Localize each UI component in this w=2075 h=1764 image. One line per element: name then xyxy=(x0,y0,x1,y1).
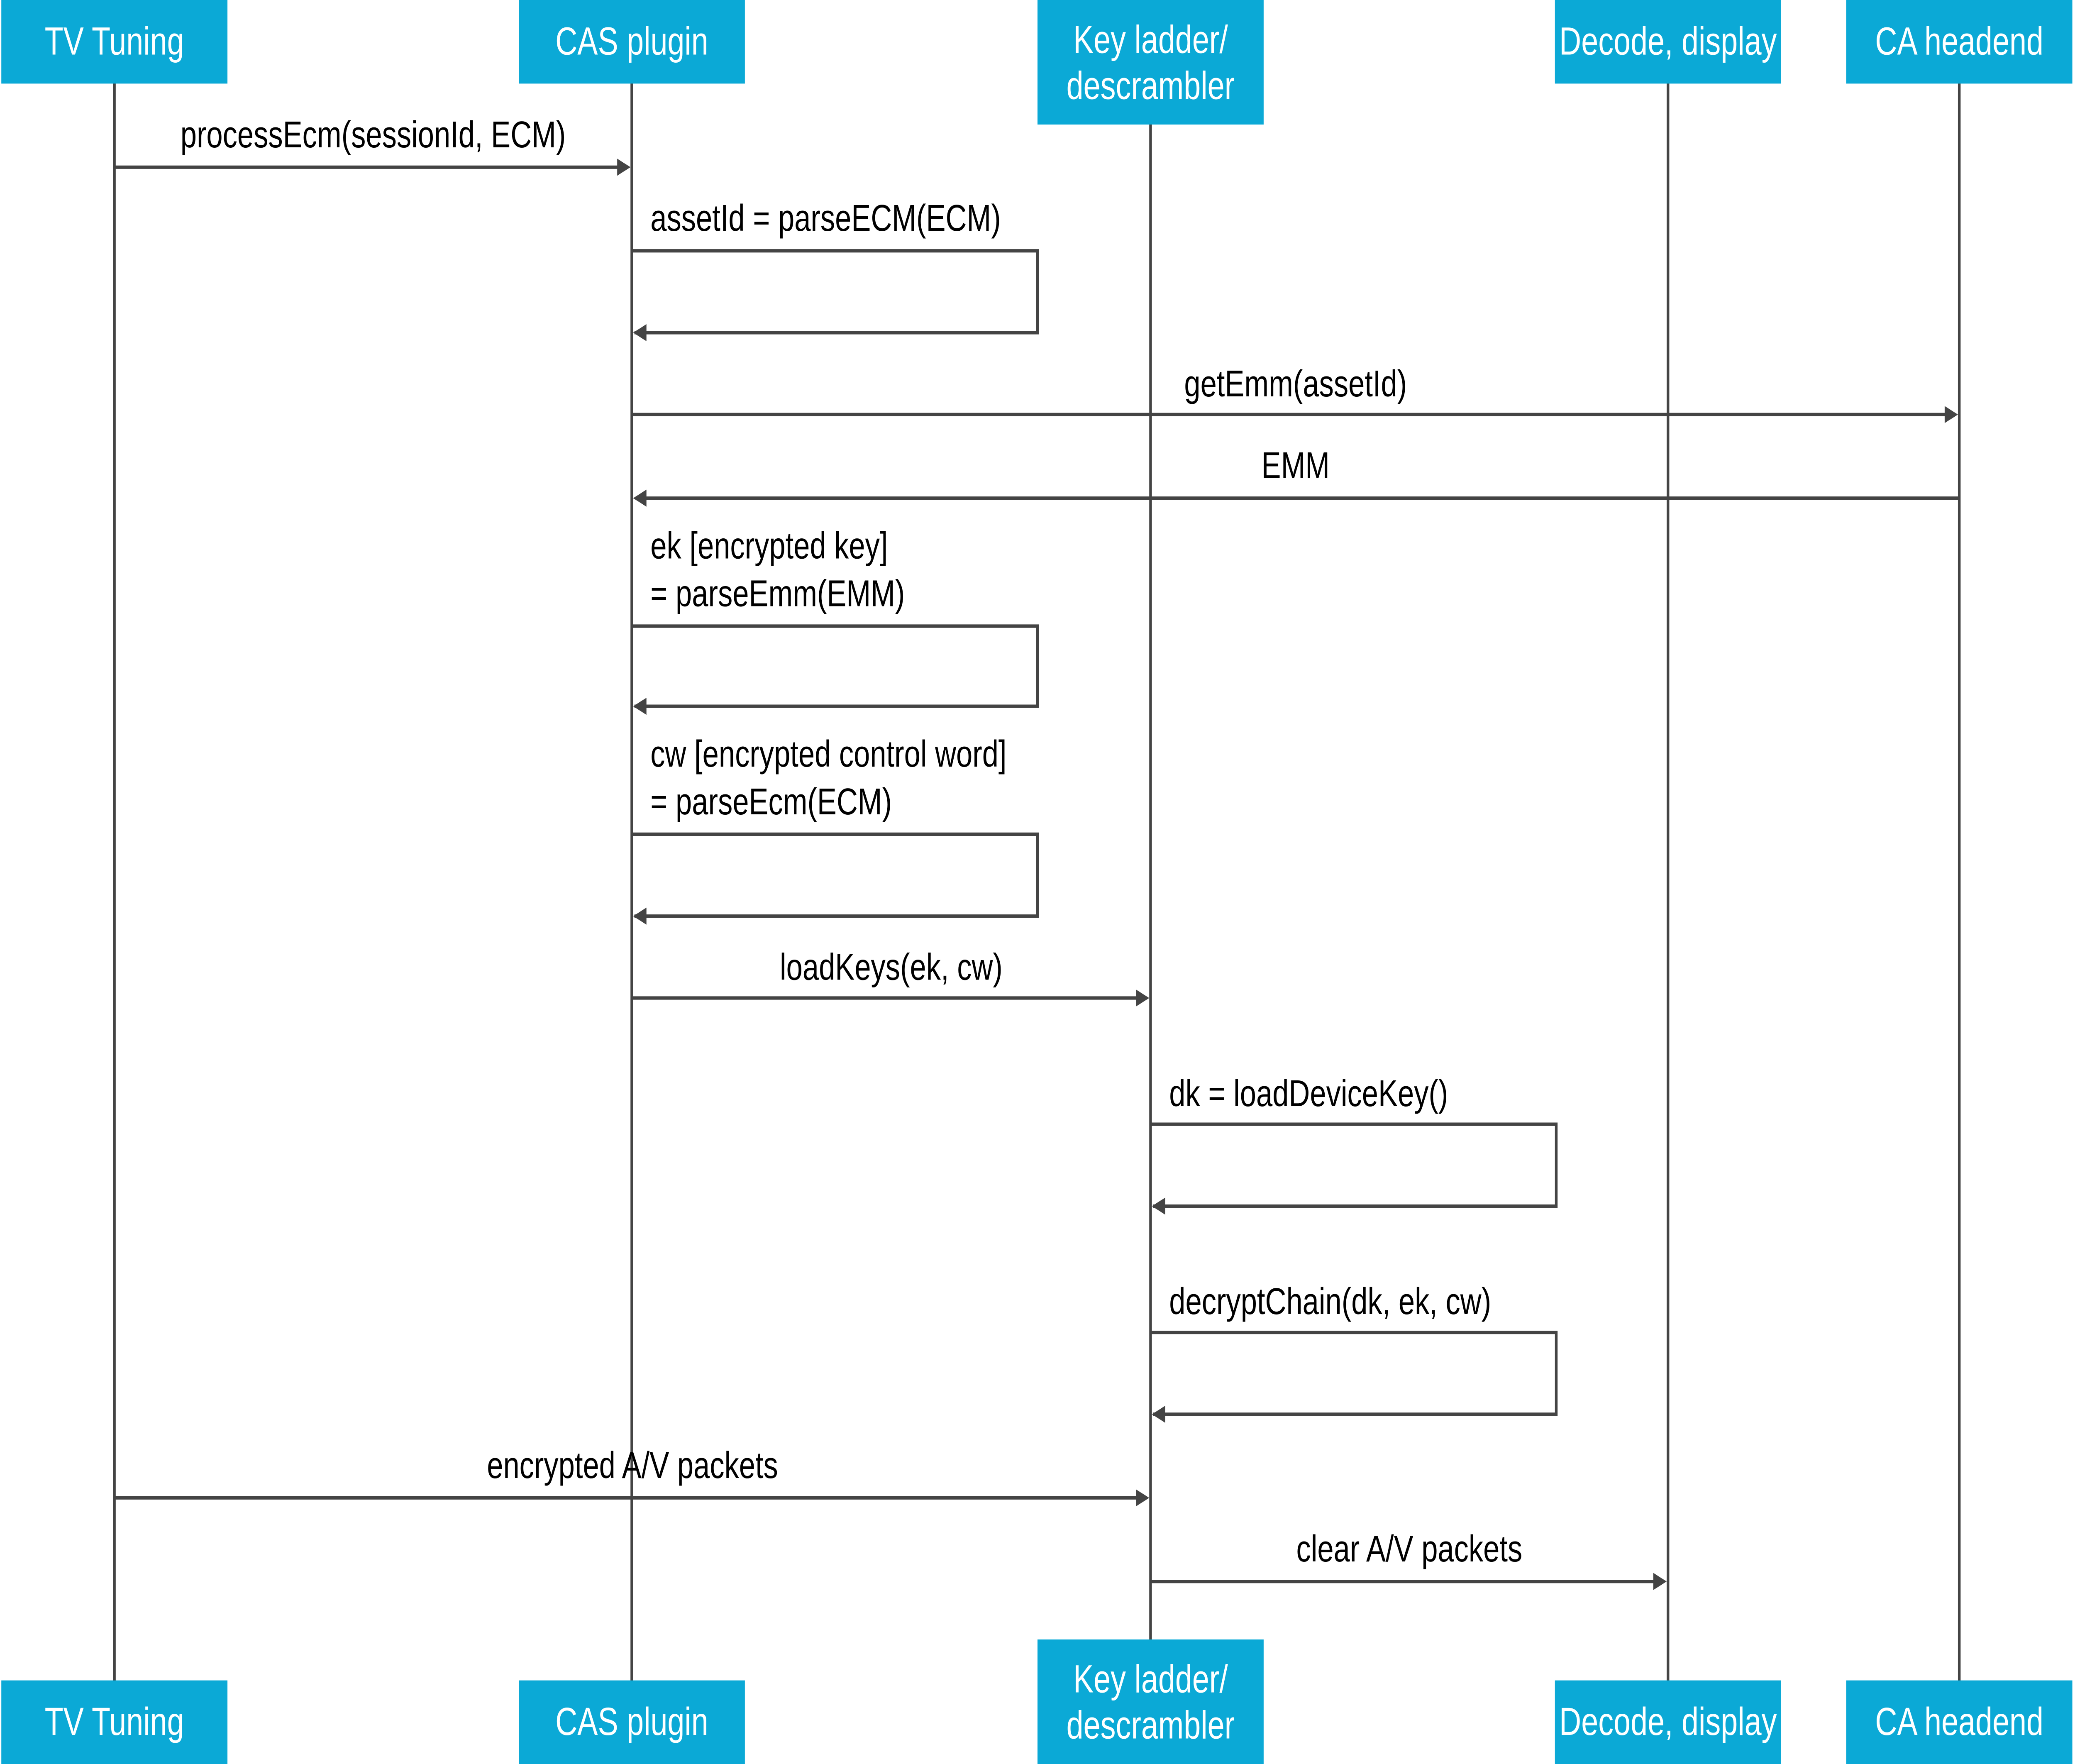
arrow-head xyxy=(1136,989,1150,1007)
message-label: encrypted A/V packets xyxy=(487,1445,778,1486)
participant-label: Key ladder/ xyxy=(1073,1657,1228,1701)
participant-box xyxy=(1038,1639,1264,1764)
message-label: clear A/V packets xyxy=(1296,1528,1522,1570)
participant-box xyxy=(1038,0,1264,125)
message-label: cw [encrypted control word] xyxy=(650,733,1006,775)
message: decryptChain(dk, ek, cw) xyxy=(1150,1281,1558,1423)
participant-label: Decode, display xyxy=(1559,1699,1777,1743)
message: assetId = parseECM(ECM) xyxy=(632,198,1039,342)
participant-footer: Key ladder/descrambler xyxy=(1038,1639,1264,1764)
participant-label: CA headend xyxy=(1875,19,2043,63)
self-message-line xyxy=(1150,1122,1558,1208)
participant-footer: TV Tuning xyxy=(1,1680,228,1764)
participant-label: CAS plugin xyxy=(555,19,708,63)
message: clear A/V packets xyxy=(1150,1528,1667,1590)
arrow-head xyxy=(633,907,647,925)
self-message-line xyxy=(632,249,1039,335)
participant-box xyxy=(519,1680,745,1764)
participant-footer: CA headend xyxy=(1846,1680,2073,1764)
participant-label: descrambler xyxy=(1067,64,1235,108)
participant-label: Key ladder/ xyxy=(1073,17,1228,61)
message: cw [encrypted control word] = parseEcm(EC… xyxy=(632,733,1039,925)
participant-header: CAS plugin xyxy=(519,0,745,84)
arrow-head xyxy=(1152,1405,1165,1423)
message: processEcm(sessionId, ECM) xyxy=(114,114,631,176)
message-label: loadKeys(ek, cw) xyxy=(780,946,1003,988)
participant-box xyxy=(519,0,745,84)
message-label: getEmm(assetId) xyxy=(1184,363,1407,405)
message: encrypted A/V packets xyxy=(114,1445,1150,1507)
participant-label: TV Tuning xyxy=(45,19,184,63)
arrow-head xyxy=(1944,406,1958,423)
participant-box xyxy=(1,1680,228,1764)
self-message-line xyxy=(632,624,1039,708)
message: EMM xyxy=(633,445,1960,507)
participant-label: CAS plugin xyxy=(555,1699,708,1743)
participant-header: CA headend xyxy=(1846,0,2073,84)
message-label: = parseEcm(ECM) xyxy=(650,781,892,823)
message: getEmm(assetId) xyxy=(632,363,1958,423)
message-label: processEcm(sessionId, ECM) xyxy=(181,114,566,156)
participant-label: descrambler xyxy=(1067,1703,1235,1747)
message-label: assetId = parseECM(ECM) xyxy=(650,198,1001,239)
participant-label: CA headend xyxy=(1875,1699,2043,1743)
participant-footer: Decode, display xyxy=(1555,1680,1781,1764)
arrow-head xyxy=(633,698,647,715)
participant-label: Decode, display xyxy=(1559,19,1777,63)
participant-header: Key ladder/descrambler xyxy=(1038,0,1264,125)
self-message-line xyxy=(632,832,1039,918)
participant-box xyxy=(1555,0,1781,84)
arrow-head xyxy=(1653,1573,1667,1590)
participant-footer: CAS plugin xyxy=(519,1680,745,1764)
participant-box xyxy=(1,0,228,84)
arrow-head xyxy=(633,489,647,507)
participant-header: TV Tuning xyxy=(1,0,228,84)
participant-header: Decode, display xyxy=(1555,0,1781,84)
arrow-head xyxy=(1152,1197,1165,1215)
participant-box xyxy=(1555,1680,1781,1764)
message: loadKeys(ek, cw) xyxy=(632,946,1150,1007)
message-label: decryptChain(dk, ek, cw) xyxy=(1169,1281,1491,1322)
arrow-head xyxy=(633,324,647,342)
self-message-line xyxy=(1150,1330,1558,1416)
message-label: ek [encrypted key] xyxy=(650,525,888,567)
participant-box xyxy=(1846,0,2073,84)
message-label: dk = loadDeviceKey() xyxy=(1169,1073,1448,1114)
participant-box xyxy=(1846,1680,2073,1764)
message-label: = parseEmm(EMM) xyxy=(650,573,905,614)
participant-label: TV Tuning xyxy=(45,1699,184,1743)
message: dk = loadDeviceKey() xyxy=(1150,1073,1558,1215)
message-label: EMM xyxy=(1262,445,1330,486)
message: ek [encrypted key] = parseEmm(EMM) xyxy=(632,525,1039,715)
arrow-head xyxy=(617,159,631,176)
arrow-head xyxy=(1136,1489,1150,1507)
